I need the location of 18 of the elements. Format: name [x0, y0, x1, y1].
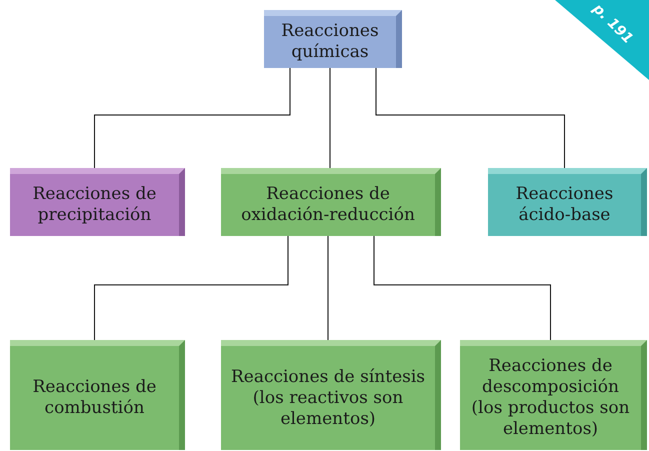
concept-box [264, 10, 402, 68]
concept-box [221, 168, 441, 236]
concept-box [460, 340, 647, 450]
box-label: Reacciones de combustión [32, 377, 158, 419]
connector-line [94, 236, 288, 340]
box-label: Reacciones de precipitación [32, 184, 158, 226]
box-label: Reacciones de oxidación-reducción [240, 184, 416, 226]
box-label: Reacciones de síntesis (los reactivos son elementos) [230, 366, 426, 430]
concept-box [10, 340, 185, 450]
box-label: Reacciones de descomposición (los productos son elementos) [470, 356, 631, 440]
connector-line [374, 236, 551, 340]
concept-box [488, 168, 647, 236]
connector-line [94, 68, 290, 168]
connector-line [376, 68, 565, 168]
box-label: Reacciones ácido-base [514, 184, 614, 226]
box-label: Reacciones químicas [280, 21, 380, 63]
concept-box [10, 168, 185, 236]
concept-box [221, 340, 441, 450]
